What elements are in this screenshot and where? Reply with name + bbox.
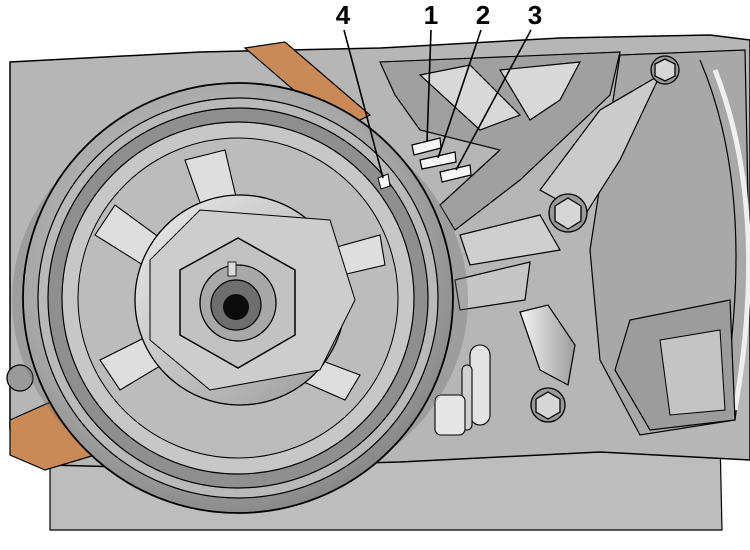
bolt-top-right bbox=[650, 55, 680, 85]
callout-4: 4 bbox=[336, 0, 351, 30]
pulley-timing-notch bbox=[377, 173, 391, 190]
casting-boss bbox=[519, 304, 576, 386]
bolt-center-right bbox=[548, 193, 588, 233]
leader-line-2 bbox=[437, 29, 482, 159]
callout-1: 1 bbox=[424, 0, 438, 30]
crankshaft-pulley bbox=[22, 82, 454, 514]
callout-3: 3 bbox=[528, 0, 542, 30]
casting-ribs bbox=[379, 51, 662, 311]
callout-2: 2 bbox=[476, 0, 490, 30]
bolt-left bbox=[6, 364, 34, 392]
bolt-bottom-right bbox=[530, 387, 566, 423]
leader-line-3 bbox=[455, 29, 532, 171]
timing-belt-lower bbox=[9, 399, 96, 471]
leader-lines bbox=[343, 29, 532, 179]
leader-line-4 bbox=[343, 29, 384, 179]
leader-line-1 bbox=[426, 29, 432, 143]
